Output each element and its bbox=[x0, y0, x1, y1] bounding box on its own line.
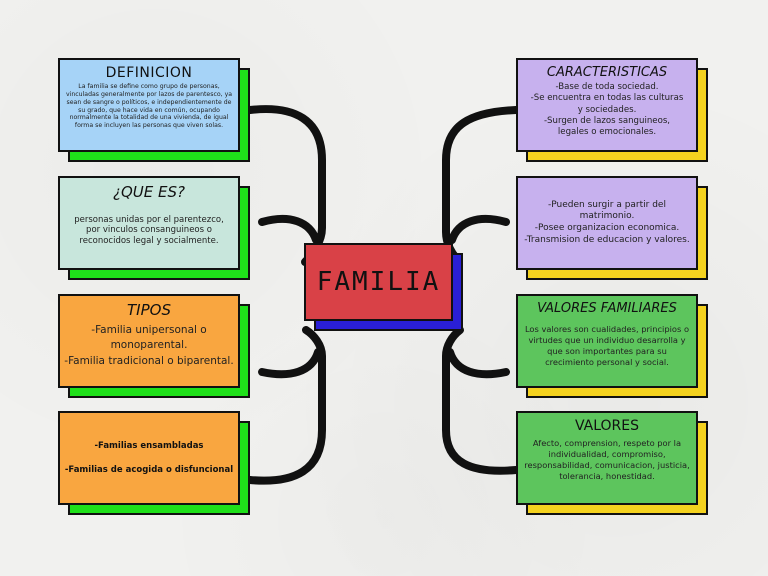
card-line: -Familia tradicional o biparental. bbox=[64, 355, 234, 367]
card-definicion[interactable]: DEFINICION La familia se define como gru… bbox=[58, 58, 250, 162]
card-face: -Pueden surgir a partir del matrimonio. … bbox=[516, 176, 698, 270]
card-body: personas unidas por el parentezco, por v… bbox=[64, 215, 234, 247]
card-line: Los valores son cualidades, principios o… bbox=[524, 324, 690, 367]
card-line: -Base de toda sociedad. bbox=[555, 82, 659, 93]
connector-left-tipos2 bbox=[246, 326, 326, 485]
card-line: -Transmision de educacion y valores. bbox=[524, 234, 690, 245]
card-line: personas unidas por el parentezco, por v… bbox=[74, 214, 224, 246]
center-node-face: FAMILIA bbox=[304, 243, 453, 321]
card-body: La familia se define como grupo de perso… bbox=[64, 83, 234, 130]
card-valores[interactable]: VALORES Afecto, comprension, respeto por… bbox=[516, 411, 708, 515]
card-title: VALORES bbox=[574, 418, 640, 434]
card-body: -Familias ensambladas -Familias de acogi… bbox=[65, 441, 233, 475]
card-body: -Base de toda sociedad. -Se encuentra en… bbox=[522, 82, 692, 138]
card-face: VALORES FAMILIARES Los valores son cuali… bbox=[516, 294, 698, 388]
card-line: -Surgen de lazos sanguineos, legales o e… bbox=[543, 115, 671, 137]
card-valores-familiares[interactable]: VALORES FAMILIARES Los valores son cuali… bbox=[516, 294, 708, 398]
card-line: -Pueden surgir a partir del matrimonio. bbox=[548, 199, 666, 222]
card-line: -Familias ensambladas bbox=[94, 440, 204, 451]
card-face: TIPOS -Familia unipersonal o monoparenta… bbox=[58, 294, 240, 388]
center-node[interactable]: FAMILIA bbox=[304, 243, 463, 331]
card-tipos[interactable]: TIPOS -Familia unipersonal o monoparenta… bbox=[58, 294, 250, 398]
card-title: ¿QUE ES? bbox=[113, 183, 185, 201]
card-line: -Posee organizacion economica. bbox=[534, 223, 680, 233]
connector-right-caracteristicas2 bbox=[448, 214, 510, 244]
center-title: FAMILIA bbox=[316, 267, 441, 297]
card-face: VALORES Afecto, comprension, respeto por… bbox=[516, 411, 698, 505]
card-line: La familia se define como grupo de perso… bbox=[65, 83, 233, 130]
connector-right-valores bbox=[442, 326, 520, 475]
connector-right-valores-familiares bbox=[446, 348, 510, 379]
connector-left-que-es bbox=[258, 214, 320, 244]
card-caracteristicas[interactable]: CARACTERISTICAS -Base de toda sociedad. … bbox=[516, 58, 708, 162]
card-line: -Se encuentra en todas las culturas y so… bbox=[530, 93, 684, 115]
card-line: -Familia unipersonal o monoparental. bbox=[91, 323, 207, 352]
card-caracteristicas-2[interactable]: -Pueden surgir a partir del matrimonio. … bbox=[516, 176, 708, 280]
card-line: Afecto, comprension, respeto por la indi… bbox=[524, 438, 690, 481]
connector-left-definicion bbox=[246, 105, 326, 266]
card-line: -Familias de acogida o disfuncional bbox=[64, 465, 234, 475]
card-title: DEFINICION bbox=[105, 65, 193, 81]
card-face: DEFINICION La familia se define como gru… bbox=[58, 58, 240, 152]
card-body: -Familia unipersonal o monoparental. -Fa… bbox=[64, 323, 234, 370]
card-tipos-2[interactable]: -Familias ensambladas -Familias de acogi… bbox=[58, 411, 250, 515]
connector-left-tipos bbox=[258, 348, 322, 379]
card-face: CARACTERISTICAS -Base de toda sociedad. … bbox=[516, 58, 698, 152]
card-title: CARACTERISTICAS bbox=[546, 65, 668, 80]
card-title: VALORES FAMILIARES bbox=[537, 301, 677, 316]
card-title: TIPOS bbox=[127, 301, 171, 319]
card-face: -Familias ensambladas -Familias de acogi… bbox=[58, 411, 240, 505]
card-body: Afecto, comprension, respeto por la indi… bbox=[522, 438, 692, 481]
card-face: ¿QUE ES? personas unidas por el parentez… bbox=[58, 176, 240, 270]
card-body: -Pueden surgir a partir del matrimonio. … bbox=[522, 200, 692, 247]
card-body: Los valores son cualidades, principios o… bbox=[522, 324, 692, 367]
card-que-es[interactable]: ¿QUE ES? personas unidas por el parentez… bbox=[58, 176, 250, 280]
